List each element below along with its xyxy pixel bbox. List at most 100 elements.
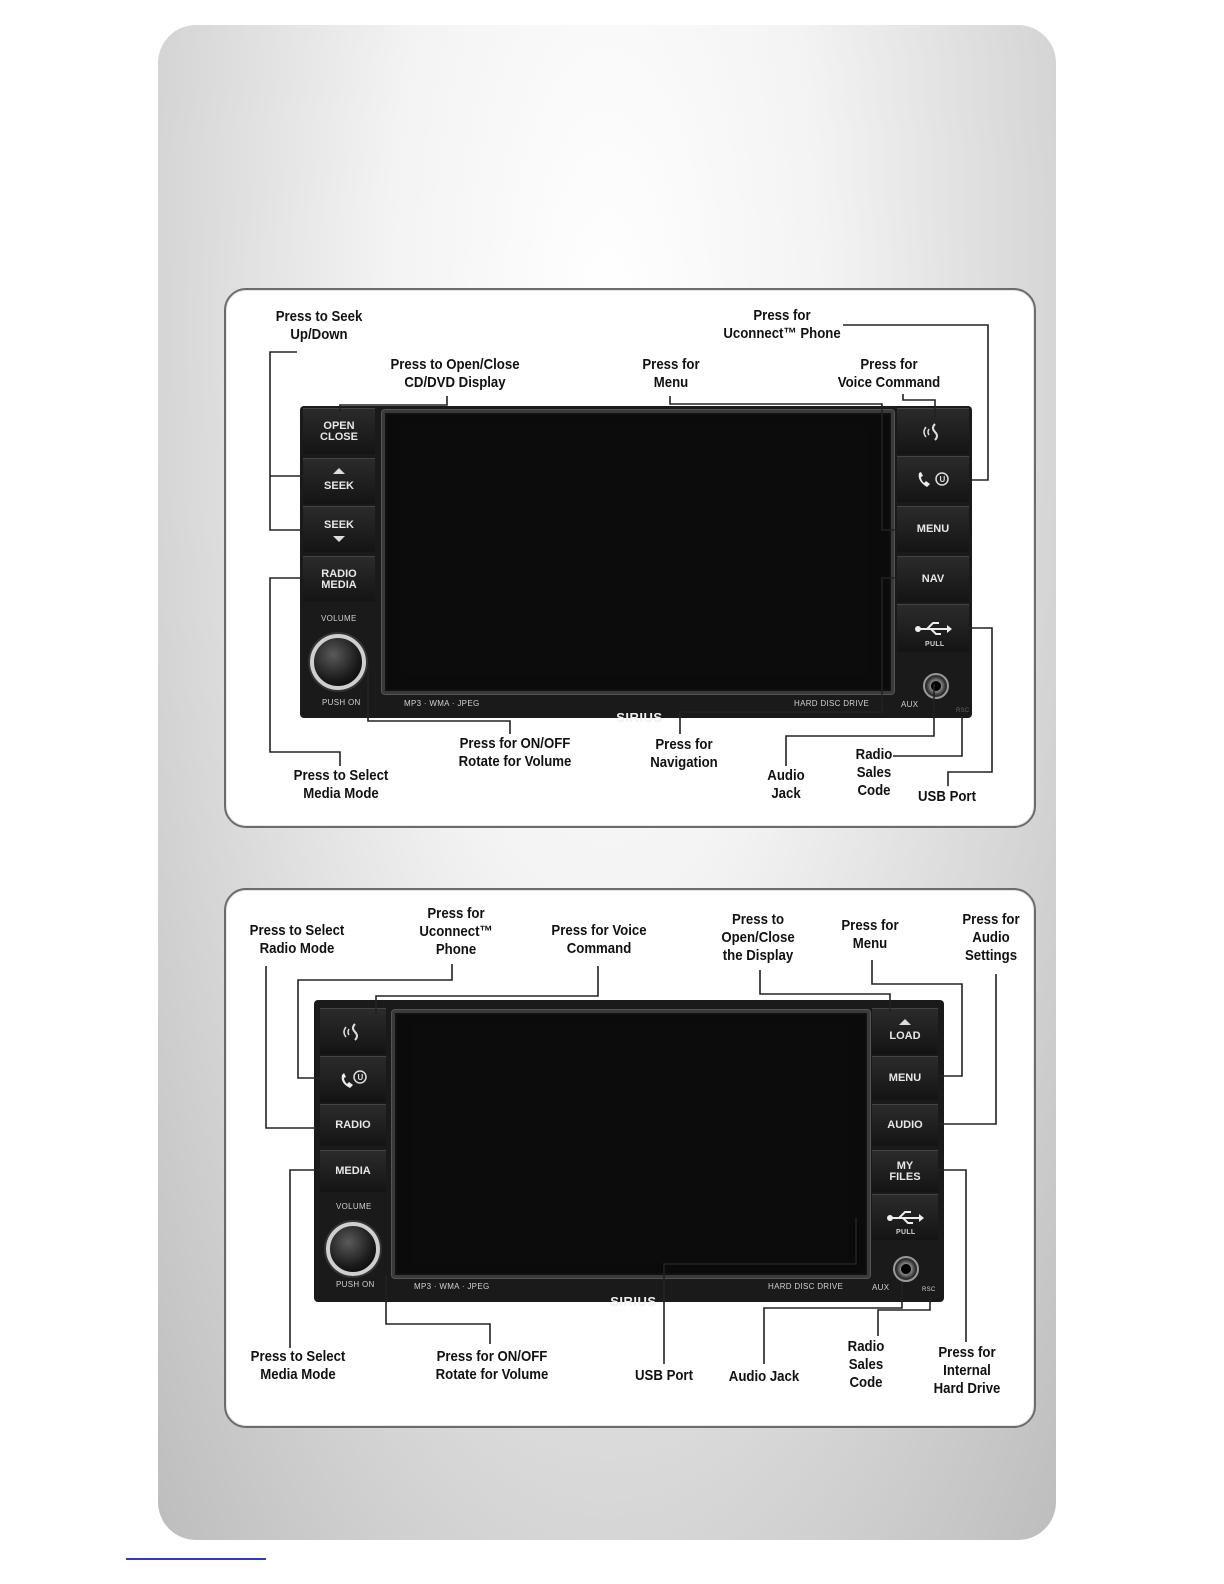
load-button[interactable]: LOAD <box>872 1008 938 1054</box>
aux-label-2: AUX <box>872 1283 890 1292</box>
leader-on-off-2 <box>385 1276 491 1344</box>
leader-voice-2 <box>375 966 599 1014</box>
label-open-close: Press to Open/Close CD/DVD Display <box>390 356 520 391</box>
leader-nav <box>679 577 897 734</box>
leader-rsc <box>893 716 963 757</box>
formats-label-2: MP3 · WMA · JPEG <box>414 1282 490 1291</box>
aux-label: AUX <box>901 700 919 709</box>
label-voice-command-2: Press for Voice Command <box>551 922 647 957</box>
label-radio-sales-code: Radio Sales Code <box>855 746 893 799</box>
label-audio-jack-2: Audio Jack <box>728 1368 800 1385</box>
leader-menu-2 <box>871 960 963 1077</box>
media-button[interactable]: MEDIA <box>320 1150 386 1192</box>
menu-button-2[interactable]: MENU <box>872 1056 938 1100</box>
leader-audio-jack-2 <box>763 1282 903 1364</box>
rsc-label: RSC <box>956 708 970 714</box>
push-on-label-2: PUSH ON <box>336 1280 375 1289</box>
uconnect-phone-button-2[interactable]: U <box>320 1056 386 1102</box>
label-usb-port-2: USB Port <box>635 1367 693 1384</box>
leader-rsc-2 <box>877 1296 931 1336</box>
label-audio-settings: Press for Audio Settings <box>962 911 1020 964</box>
label-menu: Press for Menu <box>642 356 700 391</box>
leader-menu <box>669 396 897 531</box>
usb-icon <box>915 621 952 635</box>
display-inner-2 <box>412 1024 846 1264</box>
audio-button[interactable]: AUDIO <box>872 1104 938 1146</box>
leader-usb-2 <box>663 1218 857 1364</box>
radio-button[interactable]: RADIO <box>320 1104 386 1146</box>
open-close-button[interactable]: OPEN CLOSE <box>303 408 375 454</box>
uconnect-phone-button[interactable]: U <box>897 456 969 502</box>
label-seek: Press to Seek Up/Down <box>275 308 363 343</box>
sirius-logo: SIRIUS <box>608 695 663 725</box>
label-menu-2: Press for Menu <box>841 917 899 952</box>
leader-on-off <box>367 666 511 734</box>
voice-command-button-2[interactable] <box>320 1008 386 1054</box>
formats-label: MP3 · WMA · JPEG <box>404 699 480 708</box>
arrow-down-icon <box>333 536 345 542</box>
sirius-label: SIRIUS <box>616 710 663 725</box>
hdd-label-2: HARD DISC DRIVE <box>768 1282 844 1291</box>
voice-command-button[interactable] <box>897 408 969 454</box>
footer-rule <box>126 1558 266 1560</box>
leader-select-radio <box>265 966 320 1129</box>
phone-icon: U <box>918 471 949 487</box>
leader-usb <box>947 627 993 786</box>
leader-voice <box>902 394 936 418</box>
my-files-button[interactable]: MY FILES <box>872 1150 938 1192</box>
label-select-radio: Press to Select Radio Mode <box>249 922 345 957</box>
pull-label-2: PULL <box>896 1229 916 1236</box>
seek-up-label: SEEK <box>324 480 354 492</box>
label-select-media: Press to Select Media Mode <box>293 767 389 802</box>
usb-port-2[interactable]: PULL <box>872 1194 938 1240</box>
label-voice-command: Press for Voice Command <box>837 356 941 391</box>
leader-audio-settings <box>938 974 997 1125</box>
voice-command-icon <box>343 1022 358 1041</box>
seek-up-button[interactable]: SEEK <box>303 458 375 504</box>
leader-uconnect-2 <box>297 964 453 1079</box>
voice-command-icon <box>923 422 938 441</box>
label-radio-sales-code-2: Radio Sales Code <box>847 1338 885 1391</box>
leader-audio-jack <box>785 684 935 766</box>
leader-select-media-2 <box>289 1169 320 1348</box>
usb-icon <box>887 1210 924 1224</box>
menu-button[interactable]: MENU <box>897 506 969 552</box>
svg-text:U: U <box>358 1073 364 1082</box>
label-uconnect-phone-2: Press for Uconnect™ Phone <box>419 905 493 958</box>
radio-media-button[interactable]: RADIO MEDIA <box>303 556 375 602</box>
label-select-media-2: Press to Select Media Mode <box>250 1348 346 1383</box>
display-inner-1 <box>402 426 868 676</box>
audio-jack-2[interactable] <box>893 1256 919 1282</box>
seek-down-button[interactable]: SEEK <box>303 506 375 552</box>
volume-knob-2[interactable] <box>326 1222 380 1276</box>
eject-icon <box>899 1019 911 1025</box>
hdd-label: HARD DISC DRIVE <box>794 699 870 708</box>
load-label: LOAD <box>889 1030 921 1042</box>
pull-label: PULL <box>925 641 945 648</box>
label-uconnect-phone: Press for Uconnect™ Phone <box>723 307 841 342</box>
seek-down-label: SEEK <box>324 519 354 531</box>
audio-jack[interactable] <box>923 673 949 699</box>
svg-text:U: U <box>940 475 946 484</box>
nav-button[interactable]: NAV <box>897 556 969 602</box>
label-internal-hdd: Press for Internal Hard Drive <box>933 1344 1001 1397</box>
label-usb-port: USB Port <box>918 788 976 805</box>
usb-port[interactable]: PULL <box>897 604 969 652</box>
sirius-logo-2: SIRIUS <box>602 1279 657 1309</box>
leader-open-close <box>339 396 448 412</box>
sirius-label-2: SIRIUS <box>610 1294 657 1309</box>
leader-open-close-display <box>759 970 891 1012</box>
arrow-up-icon <box>333 468 345 474</box>
leader-internal-hdd <box>938 1169 967 1342</box>
label-on-off-volume: Press for ON/OFF Rotate for Volume <box>458 735 572 770</box>
leader-select-media <box>269 577 341 766</box>
label-audio-jack: Audio Jack <box>767 767 805 802</box>
label-on-off-volume-2: Press for ON/OFF Rotate for Volume <box>435 1348 549 1383</box>
volume-label-2: VOLUME <box>336 1202 372 1211</box>
label-open-close-display: Press to Open/Close the Display <box>721 911 795 964</box>
leader-seek <box>269 351 303 531</box>
phone-icon: U <box>341 1069 367 1088</box>
volume-knob[interactable] <box>310 634 366 690</box>
